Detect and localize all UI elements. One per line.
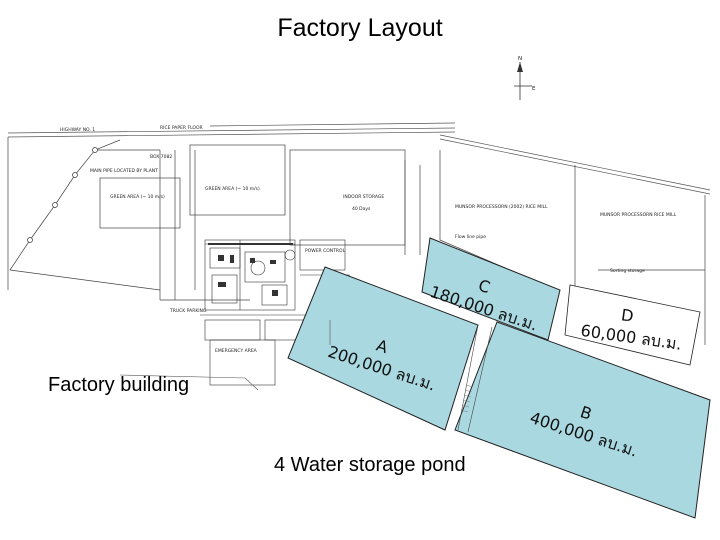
rice-mill-2-label: MUNSOR PROCESSORN RICE MILL: [600, 212, 677, 218]
pond-access-road: [457, 324, 493, 433]
green-area-1-label: GREEN AREA (~ 10 m/s): [110, 194, 165, 200]
north-label: N: [518, 56, 522, 62]
factory-process-details: [208, 243, 293, 296]
east-label: E: [532, 86, 536, 92]
leader-lines: [119, 320, 331, 391]
water-storage-caption: 4 Water storage pond: [274, 454, 466, 476]
indoor-storage-label: INDOOR STORAGE: [343, 194, 384, 200]
plan-note-2: BOX 7082: [150, 154, 172, 160]
plan-note-1: MAIN PIPE LOCATED BY PLANT: [90, 168, 158, 174]
green-area-2: [189, 144, 286, 216]
water-ponds: [287, 237, 711, 519]
rice-mill-1-label: MUNSOR PROCESSORN (2002) RICE MILL: [455, 204, 548, 210]
left-boundary: [7, 137, 161, 300]
green-area-1: [99, 177, 181, 229]
road-label: HIGHWAY NO. 1: [60, 127, 95, 133]
page-title: Factory Layout: [277, 14, 443, 42]
plan-note-4: EMERGENCY AREA: [215, 348, 258, 354]
factory-building-caption: Factory building: [48, 374, 190, 396]
plan-note-7: Sorting storage: [610, 268, 645, 274]
road-label-2: RICE PAPER FLOOR: [160, 125, 203, 131]
north-arrow-icon: N E: [514, 56, 536, 100]
green-area-2-label: GREEN AREA (~ 10 m/s): [205, 186, 260, 192]
indoor-days-label: 40 Days: [352, 206, 371, 212]
plan-note-3: POWER CONTROL: [305, 248, 346, 254]
plan-note-5: TRUCK PARKING: [169, 308, 207, 314]
pond-b: [454, 321, 711, 519]
pond-a: [287, 266, 479, 431]
top-road-lines: [7, 122, 711, 195]
plan-note-6: Flow line pipe: [455, 234, 486, 240]
pond-c: [421, 237, 561, 341]
boundary-markers: [27, 147, 98, 243]
pond-d: [564, 284, 701, 366]
pond-access-hatching: [460, 384, 474, 413]
